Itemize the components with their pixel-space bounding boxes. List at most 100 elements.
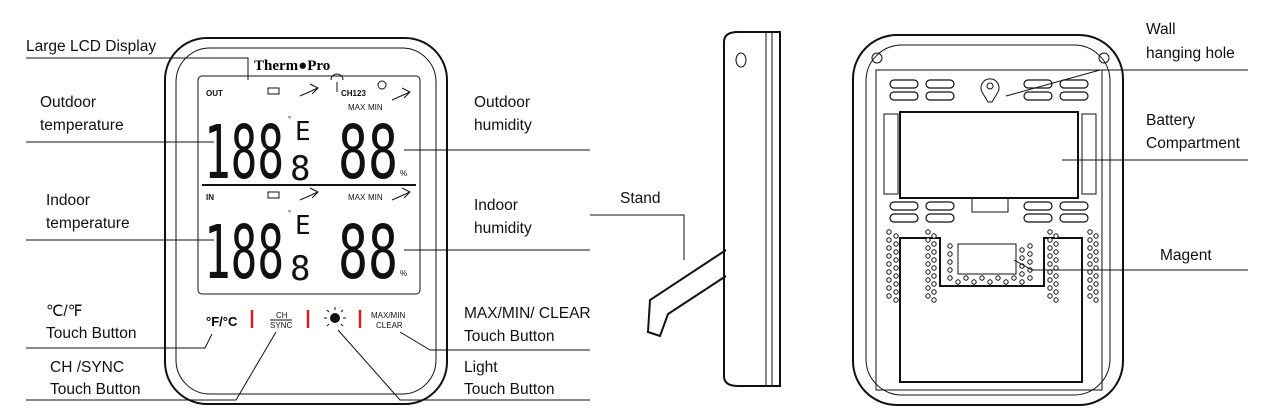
side-view <box>590 31 781 387</box>
callout-light-line1: Light <box>464 359 498 376</box>
stand-recess <box>899 237 1083 383</box>
svg-text:MAX/MIN: MAX/MIN <box>371 311 405 320</box>
vent-dot <box>1027 251 1033 257</box>
callout-unit-button-line1: ℃/℉ <box>46 303 83 320</box>
outdoor-percent: % <box>400 169 407 178</box>
vent-dot <box>1047 229 1053 235</box>
vent-dot <box>893 257 899 263</box>
vent-dot <box>947 251 953 257</box>
svg-text:SYNC: SYNC <box>270 321 292 330</box>
vent-dot <box>925 293 931 299</box>
callout-wall-hole-line1: Wall <box>1146 21 1176 38</box>
callout-maxmin-line2: Touch Button <box>464 328 554 345</box>
trend-arrow-icon <box>391 87 411 101</box>
vent-dot <box>925 261 931 267</box>
vent-dot <box>1003 279 1009 285</box>
vent-dot <box>925 277 931 283</box>
antenna-icon <box>330 73 344 92</box>
callout-ch-sync-line2: Touch Button <box>50 381 140 398</box>
vent-dot <box>925 269 931 275</box>
callout-indoor-hum-line2: humidity <box>474 220 532 237</box>
ch-sync-touch-button[interactable]: CH SYNC <box>270 311 292 330</box>
callout-outdoor-temp-line1: Outdoor <box>40 94 96 111</box>
vent-dot <box>1047 245 1053 251</box>
battery-icon <box>267 87 280 95</box>
battery-icon <box>267 191 280 199</box>
vent-dot <box>893 249 899 255</box>
vent-dot <box>1019 271 1025 277</box>
vent-dot <box>893 241 899 247</box>
ventilation-dots <box>886 229 1099 303</box>
callout-indoor-temp-line2: temperature <box>46 215 130 232</box>
vent-dot <box>1093 249 1099 255</box>
vent-dot <box>1053 249 1059 255</box>
screw-hole <box>1098 52 1110 64</box>
vent-dot <box>971 279 977 285</box>
vent-dot <box>1047 277 1053 283</box>
front-bezel <box>175 47 437 395</box>
vent-dot <box>886 261 892 267</box>
vent-dot <box>931 297 937 303</box>
vent-dot <box>886 253 892 259</box>
vent-dot <box>925 229 931 235</box>
light-bulb-icon <box>324 307 346 327</box>
vent-dot <box>893 289 899 295</box>
vent-dot <box>1053 257 1059 263</box>
vent-dot <box>947 259 953 265</box>
trend-arrow-icon <box>299 187 319 201</box>
callout-stand: Stand <box>620 190 661 207</box>
outdoor-temp-digits: 188 <box>204 110 284 196</box>
indoor-temp-decimal: 8 <box>290 249 310 289</box>
callout-magnet: Magent <box>1160 247 1212 264</box>
vent-dot <box>1087 237 1093 243</box>
vent-dot <box>1087 277 1093 283</box>
vent-dot <box>955 279 961 285</box>
unit-touch-button[interactable]: °F/°C <box>206 314 238 329</box>
battery-compartment <box>899 111 1079 199</box>
callout-outdoor-hum-line2: humidity <box>474 117 532 134</box>
outdoor-degree: ° <box>288 115 291 124</box>
indoor-percent: % <box>400 269 407 278</box>
channel-cycle-icon <box>377 80 387 90</box>
back-housing <box>852 34 1124 406</box>
vent-dot <box>979 275 985 281</box>
maxmin-clear-touch-button[interactable]: MAX/MIN CLEAR <box>371 311 405 330</box>
outdoor-humidity-digits: 88 <box>338 110 398 196</box>
callout-light-line2: Touch Button <box>464 381 554 398</box>
vent-dot <box>1087 293 1093 299</box>
vent-dot <box>1087 253 1093 259</box>
callout-battery-line2: Compartment <box>1146 135 1241 152</box>
vent-dot <box>931 233 937 239</box>
vent-dot <box>893 281 899 287</box>
svg-text:CLEAR: CLEAR <box>376 321 403 330</box>
trend-arrow-icon <box>299 83 319 97</box>
brand-logo: Therm●Pro <box>254 58 330 74</box>
vent-dot <box>987 279 993 285</box>
vent-dot <box>1087 285 1093 291</box>
vent-slots-top <box>889 79 1089 101</box>
vent-dot <box>931 273 937 279</box>
svg-text:°F/°C: °F/°C <box>206 314 238 329</box>
callout-outdoor-hum-line1: Outdoor <box>474 94 530 111</box>
vent-dot <box>886 245 892 251</box>
vent-dot <box>931 281 937 287</box>
vent-dot <box>1019 279 1025 285</box>
vent-dot <box>1027 259 1033 265</box>
vent-dot <box>963 275 969 281</box>
vent-dot <box>1053 281 1059 287</box>
vent-dot <box>931 265 937 271</box>
callout-battery-line1: Battery <box>1146 112 1195 129</box>
vent-dot <box>1047 253 1053 259</box>
vent-dot <box>925 253 931 259</box>
screw-hole <box>871 52 883 64</box>
vent-dot <box>1027 243 1033 249</box>
vent-dot <box>886 237 892 243</box>
indoor-degree: ° <box>288 209 291 218</box>
vent-dot <box>1047 293 1053 299</box>
vent-dot <box>947 243 953 249</box>
vent-dot <box>925 285 931 291</box>
indoor-unit-e: E <box>295 211 311 241</box>
light-touch-button[interactable] <box>324 307 346 327</box>
vent-dot <box>1047 285 1053 291</box>
callout-maxmin-line1: MAX/MIN/ CLEAR <box>464 305 591 322</box>
